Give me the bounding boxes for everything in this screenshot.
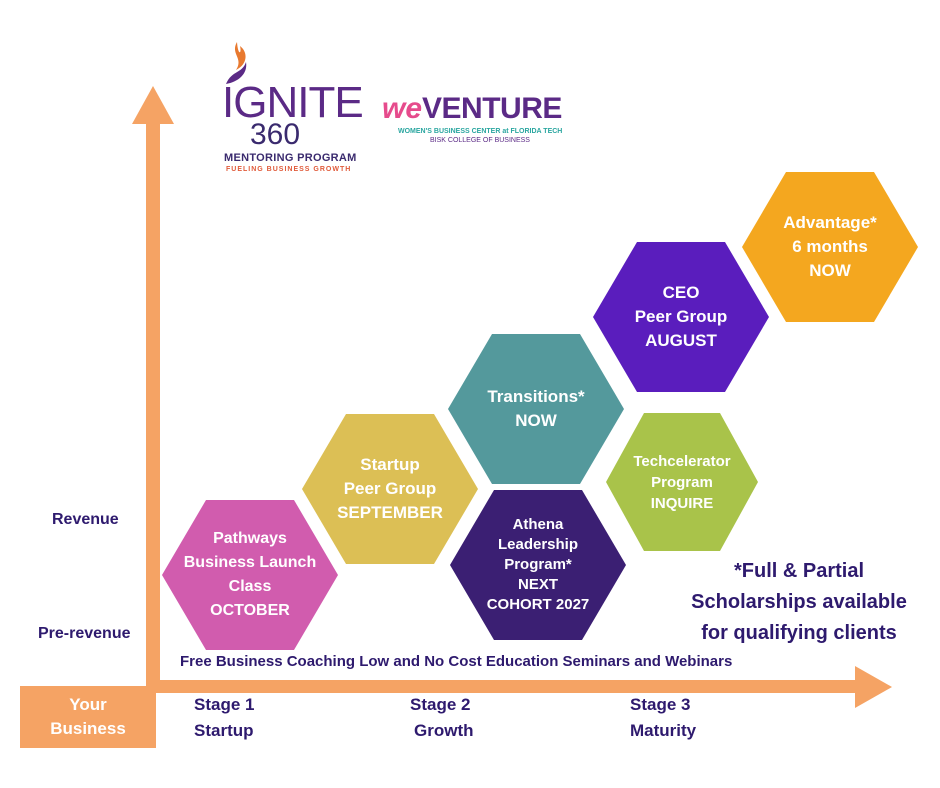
stage-1-name: Startup — [194, 721, 254, 740]
weventure-venture: VENTURE — [422, 92, 562, 125]
weventure-college: BISK COLLEGE OF BUSINESS — [430, 137, 530, 144]
hexagon-techcelerator — [606, 413, 758, 551]
stage-1: Stage 1 Startup — [194, 692, 254, 744]
bottom-offerings-text: Free Business Coaching Low and No Cost E… — [180, 653, 733, 670]
ignite-tagline: FUELING BUSINESS GROWTH — [226, 166, 352, 173]
your-business-line2: Business — [50, 719, 126, 738]
stage-2: Stage 2 Growth — [410, 692, 474, 744]
y-axis-label-pre-revenue: Pre-revenue — [38, 625, 131, 642]
your-business-box: Your Business — [20, 686, 156, 748]
your-business-line1: Your — [69, 695, 107, 714]
ignite-wordmark: IGNITE — [222, 78, 364, 127]
x-axis-shaft — [146, 680, 858, 693]
y-axis-label-revenue: Revenue — [52, 511, 119, 528]
weventure-subtitle: WOMEN'S BUSINESS CENTER at FLORIDA TECH — [398, 128, 563, 135]
hex-label-techcelerator: Techcelerator Program INQUIRE — [633, 452, 731, 512]
hexagon-pathways — [162, 500, 338, 650]
stage-2-number: Stage 2 — [410, 695, 471, 714]
weventure-wordmark: weVENTURE — [382, 92, 562, 126]
y-axis-shaft — [146, 122, 160, 688]
y-axis-arrowhead — [132, 86, 174, 124]
hexagon-ceo-peer-group — [593, 242, 769, 392]
flame-icon — [226, 42, 247, 84]
hexagon-transitions — [448, 334, 624, 484]
stage-1-number: Stage 1 — [194, 695, 255, 714]
hex-label-transitions: Transitions* NOW — [487, 387, 585, 430]
ignite-program-label: MENTORING PROGRAM — [224, 152, 357, 164]
stage-2-name: Growth — [414, 721, 474, 740]
weventure-we: we — [382, 92, 423, 125]
hex-label-athena: Athena Leadership Program* NEXT COHORT 2… — [486, 516, 590, 613]
hexagon-advantage — [742, 172, 918, 322]
hex-label-pathways: Pathways Business Launch Class OCTOBER — [183, 530, 317, 619]
ignite-360-wordmark: 360 — [250, 118, 301, 151]
hexagon-startup-peer-group — [302, 414, 478, 564]
hexagon-athena — [450, 490, 626, 640]
stage-3-name: Maturity — [630, 721, 697, 740]
hex-label-ceo-peer-group: CEO Peer Group AUGUST — [634, 283, 728, 350]
scholarship-footnote: *Full & Partial Scholarships available f… — [691, 560, 907, 644]
hex-label-startup-peer-group: Startup Peer Group SEPTEMBER — [337, 455, 443, 522]
stage-3: Stage 3 Maturity — [630, 692, 696, 744]
program-hexagons — [162, 172, 918, 650]
stage-3-number: Stage 3 — [630, 695, 691, 714]
x-axis-arrowhead — [855, 666, 892, 708]
hex-label-advantage: Advantage* 6 months NOW — [783, 213, 877, 280]
